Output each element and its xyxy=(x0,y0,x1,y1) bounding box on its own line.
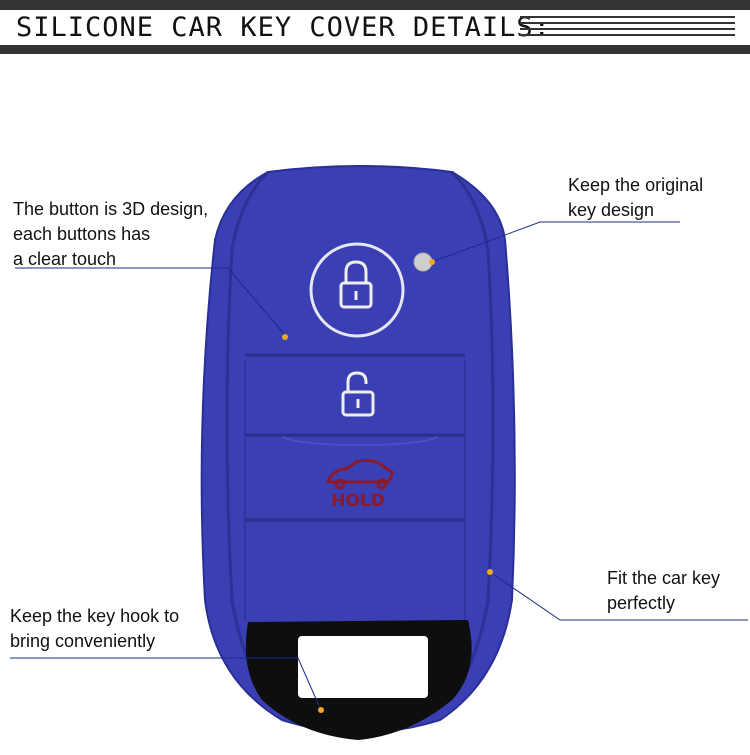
marker-button-3d xyxy=(282,334,288,340)
callout-line: perfectly xyxy=(607,593,676,613)
callout-line: Fit the car key xyxy=(607,568,721,588)
callout-line: a clear touch xyxy=(13,249,117,269)
marker-fit xyxy=(487,569,493,575)
callout-line: Keep the original xyxy=(568,175,704,195)
callout-line: each buttons has xyxy=(13,224,151,244)
marker-original-design xyxy=(429,259,435,265)
header-top-bar xyxy=(0,0,750,10)
callout-original-design: Keep the original key design xyxy=(568,173,703,223)
header-stripes xyxy=(520,16,735,42)
marker-key-hook xyxy=(318,707,324,713)
callout-key-hook: Keep the key hook to bring conveniently xyxy=(10,604,179,654)
section-header: SILICONE CAR KEY COVER DETAILS: xyxy=(0,0,750,60)
car-trunk-icon xyxy=(325,458,394,490)
leader-key-hook xyxy=(10,657,321,709)
leader-original-design xyxy=(431,221,680,263)
hold-label: HOLD xyxy=(331,491,385,511)
header-bottom-bar xyxy=(0,45,750,54)
page-title: SILICONE CAR KEY COVER DETAILS: xyxy=(16,12,551,43)
key-cover-body xyxy=(200,165,516,734)
callout-button-3d: The button is 3D design, each buttons ha… xyxy=(13,197,208,272)
callout-fit: Fit the car key perfectly xyxy=(607,566,720,616)
lock-button xyxy=(309,242,405,338)
callout-line: bring conveniently xyxy=(10,631,156,651)
callout-line: The button is 3D design, xyxy=(13,199,209,219)
callout-line: Keep the key hook to xyxy=(10,606,180,626)
lock-icon xyxy=(339,260,373,309)
leader-button-3d xyxy=(15,267,286,336)
unlock-icon xyxy=(341,371,375,417)
key-hook-slot xyxy=(298,636,428,698)
leader-fit xyxy=(489,571,748,621)
callout-line: key design xyxy=(568,200,655,220)
